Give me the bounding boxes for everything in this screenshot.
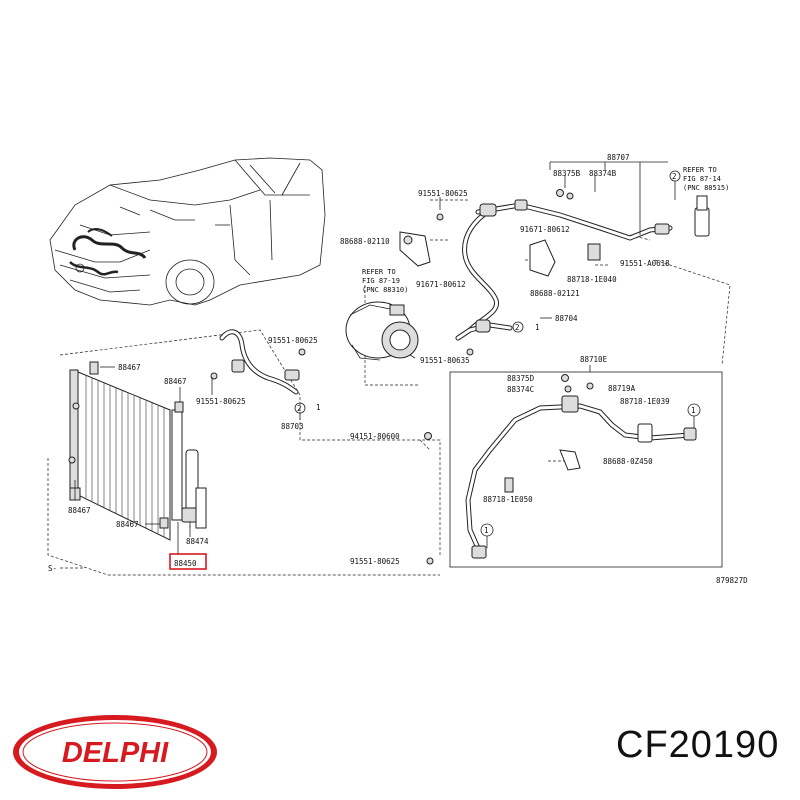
ref-num-2c: 2	[672, 172, 677, 181]
label-88719A: 88719A	[608, 384, 636, 393]
label-88374B: 88374B	[589, 169, 617, 178]
label-88707: 88707	[607, 153, 630, 162]
label-91551-80625-mid: 91551-80625	[268, 336, 318, 345]
ref-num-1d: 1	[316, 403, 321, 412]
leader-lines	[74, 175, 596, 555]
condenser-88450	[68, 361, 207, 541]
label-88688-02110: 88688-02110	[340, 237, 390, 246]
label-91671-80612b: 91671-80612	[416, 280, 466, 289]
label-88703: 88703	[281, 422, 304, 431]
label-88704: 88704	[555, 314, 578, 323]
label-91551-80625-top: 91551-80625	[418, 189, 468, 198]
label-94151-80600: 94151-80600	[350, 432, 400, 441]
car-illustration	[49, 157, 326, 306]
label-91551-80625-left: 91551-80625	[196, 397, 246, 406]
ref-num-1c: 1	[535, 323, 540, 332]
label-88374C: 88374C	[507, 385, 534, 394]
label-88467-c: 88467	[68, 506, 91, 515]
label-88710E: 88710E	[580, 355, 608, 364]
ref-num-2a: 2	[297, 404, 302, 413]
compressor	[345, 301, 419, 361]
label-88718-1E050: 88718-1E050	[483, 495, 533, 504]
refer-note-mid-2: FIG 87-19	[362, 277, 400, 285]
label-88375B: 88375B	[553, 169, 581, 178]
pipe-88710E	[424, 374, 697, 565]
label-88467-a: 88467	[118, 363, 141, 372]
label-88450: 88450	[174, 559, 197, 568]
drawing-id: 879827D	[716, 576, 748, 585]
ref-num-2b: 2	[515, 323, 520, 332]
label-91551-A0618: 91551-A0618	[620, 259, 670, 268]
label-88467-d: 88467	[116, 520, 139, 529]
detail-box-88710E	[449, 371, 723, 568]
label-91551-80635: 91551-80635	[420, 356, 470, 365]
refer-note-top-2: FIG 87-14	[683, 175, 721, 183]
refer-note-top-3: (PNC 88515)	[683, 184, 729, 192]
pipe-88707	[462, 189, 710, 333]
ref-num-1b: 1	[691, 406, 696, 415]
s-mark: S-	[48, 564, 57, 573]
hose-88704	[455, 319, 513, 356]
label-88375D: 88375D	[507, 374, 535, 383]
bracket-88688-02110	[399, 213, 444, 267]
label-91551-80625-bot: 91551-80625	[350, 557, 400, 566]
label-88718-1E039: 88718-1E039	[620, 397, 670, 406]
ref-num-1a: 1	[484, 526, 489, 535]
delphi-logo: DELPHI	[13, 715, 217, 789]
label-88718-1E040: 88718-1E040	[567, 275, 617, 284]
refer-note-mid-1: REFER TO	[362, 268, 396, 276]
refer-note-mid-3: (PNC 88310)	[362, 286, 408, 294]
refer-note-top-1: REFER TO	[683, 166, 717, 174]
hose-88703	[210, 329, 306, 395]
brand-name: DELPHI	[62, 737, 169, 769]
highlight-88450	[169, 553, 207, 570]
label-88688-0Z450: 88688-0Z450	[603, 457, 653, 466]
part-number: CF20190	[616, 724, 780, 766]
part-labels: 88707 88375B 88374B 91551-80625 88688-02…	[48, 153, 748, 585]
label-91671-80612: 91671-80612	[520, 225, 570, 234]
label-88467-b: 88467	[164, 377, 187, 386]
label-88474: 88474	[186, 537, 209, 546]
label-88688-02121: 88688-02121	[530, 289, 580, 298]
